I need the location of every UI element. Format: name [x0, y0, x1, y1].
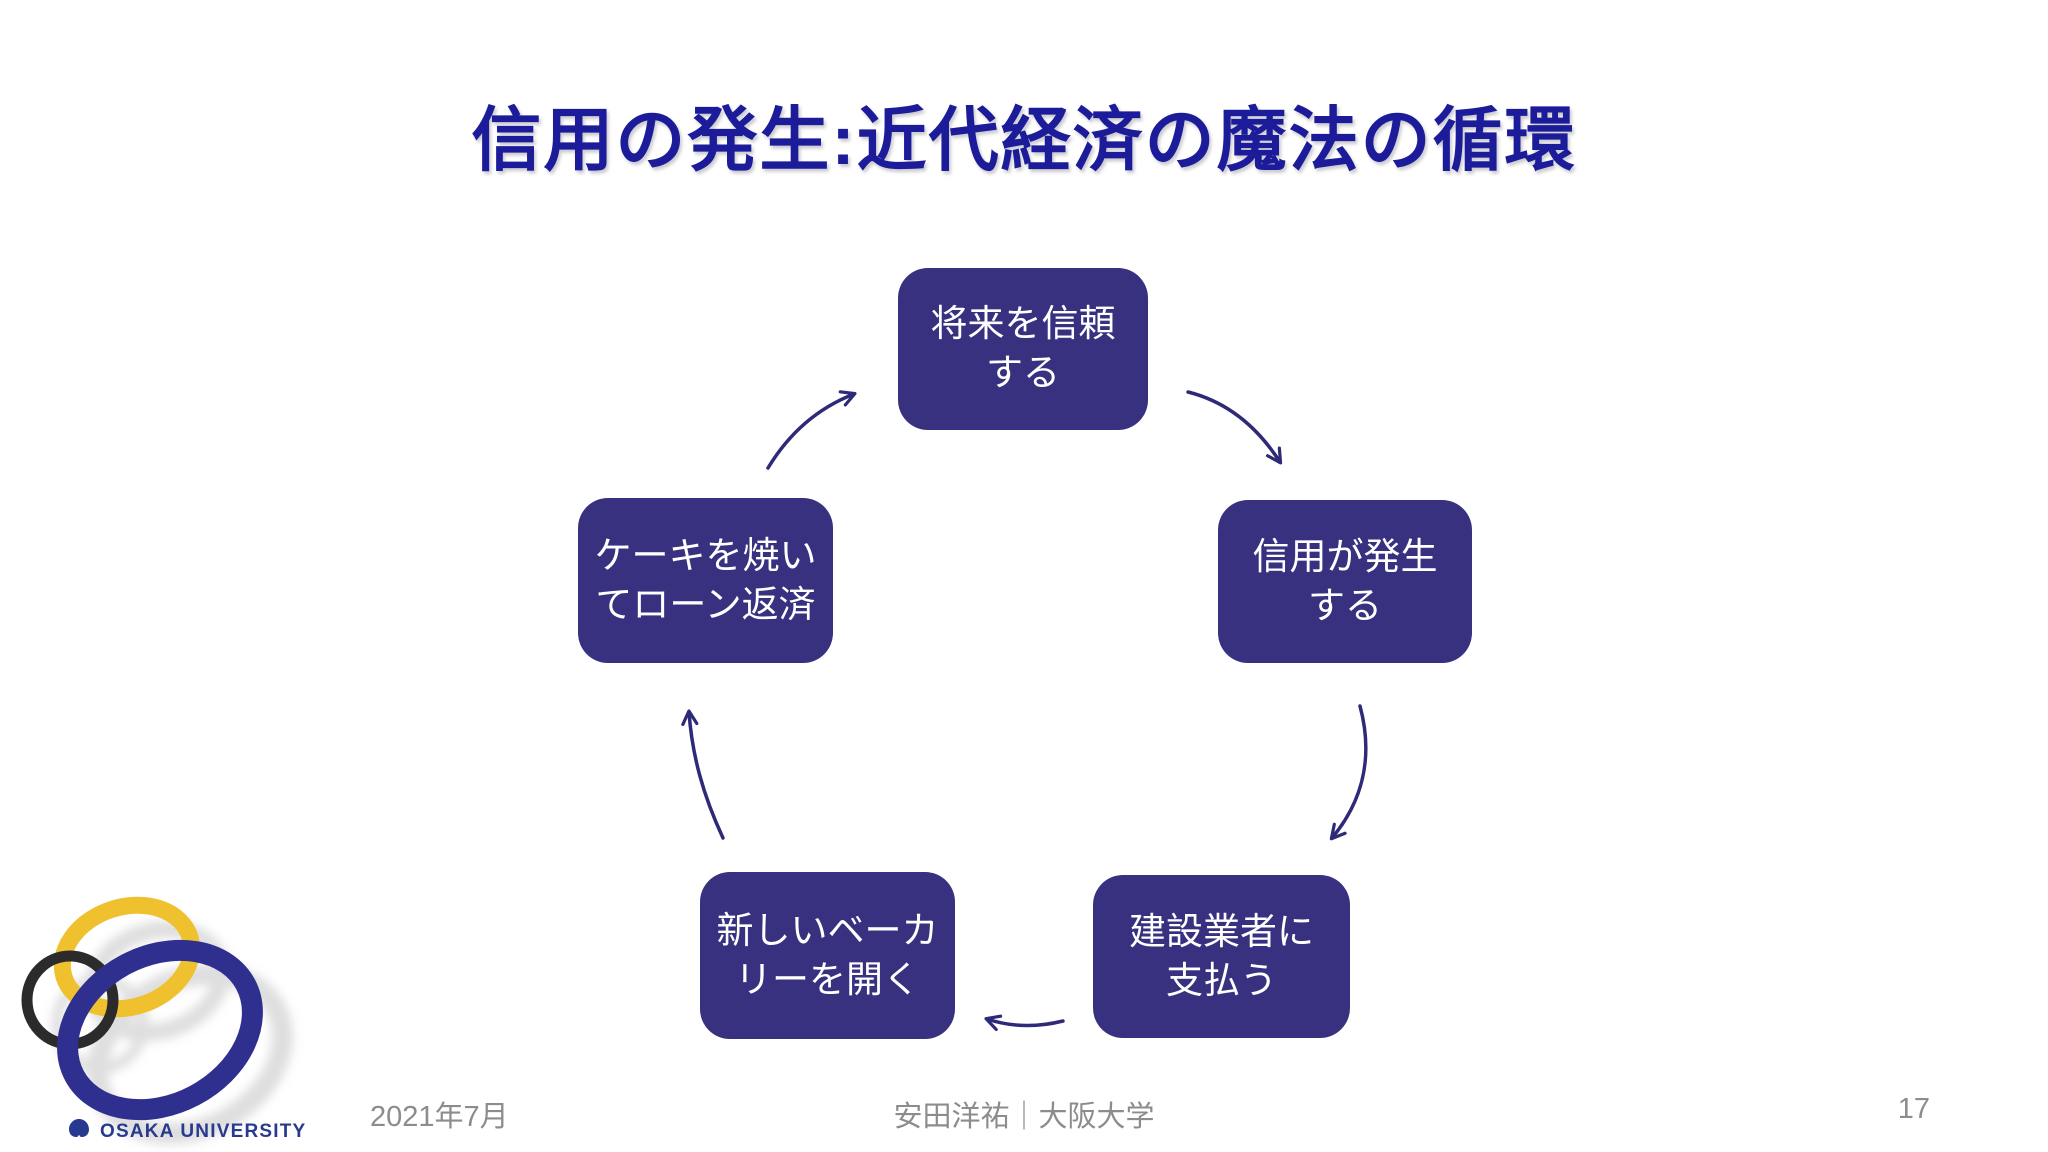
ginkgo-leaf-icon	[69, 1119, 89, 1139]
arrow-pay-to-bakery	[984, 1014, 1065, 1032]
osaka-university-logo: OSAKA UNIVERSITY	[21, 896, 306, 1145]
cycle-node-open-bakery: 新しいベーカ リーを開く	[700, 872, 955, 1039]
logo-label: OSAKA UNIVERSITY	[100, 1121, 306, 1142]
arrow-trust-to-credit	[1186, 390, 1283, 465]
logo-blue-ring	[57, 939, 263, 1121]
arrow-credit-to-pay	[1329, 704, 1368, 841]
logo-yellow-ring	[53, 896, 201, 1018]
slide-title: 信用の発生:近代経済の魔法の循環	[471, 101, 1577, 179]
footer-credit: 安田洋祐｜大阪大学	[893, 1101, 1155, 1133]
footer-date: 2021年7月	[370, 1101, 509, 1133]
arrow-bake-to-trust	[766, 390, 857, 470]
cycle-node-bake-repay: ケーキを焼い てローン返済	[578, 498, 833, 663]
footer-page-number: 17	[1897, 1093, 1930, 1125]
cycle-node-trust-future: 将来を信頼 する	[898, 268, 1148, 430]
arrow-bakery-to-bake	[681, 709, 725, 840]
cycle-node-credit-arises: 信用が発生 する	[1218, 500, 1472, 663]
cycle-node-pay-builder: 建設業者に 支払う	[1093, 875, 1350, 1038]
